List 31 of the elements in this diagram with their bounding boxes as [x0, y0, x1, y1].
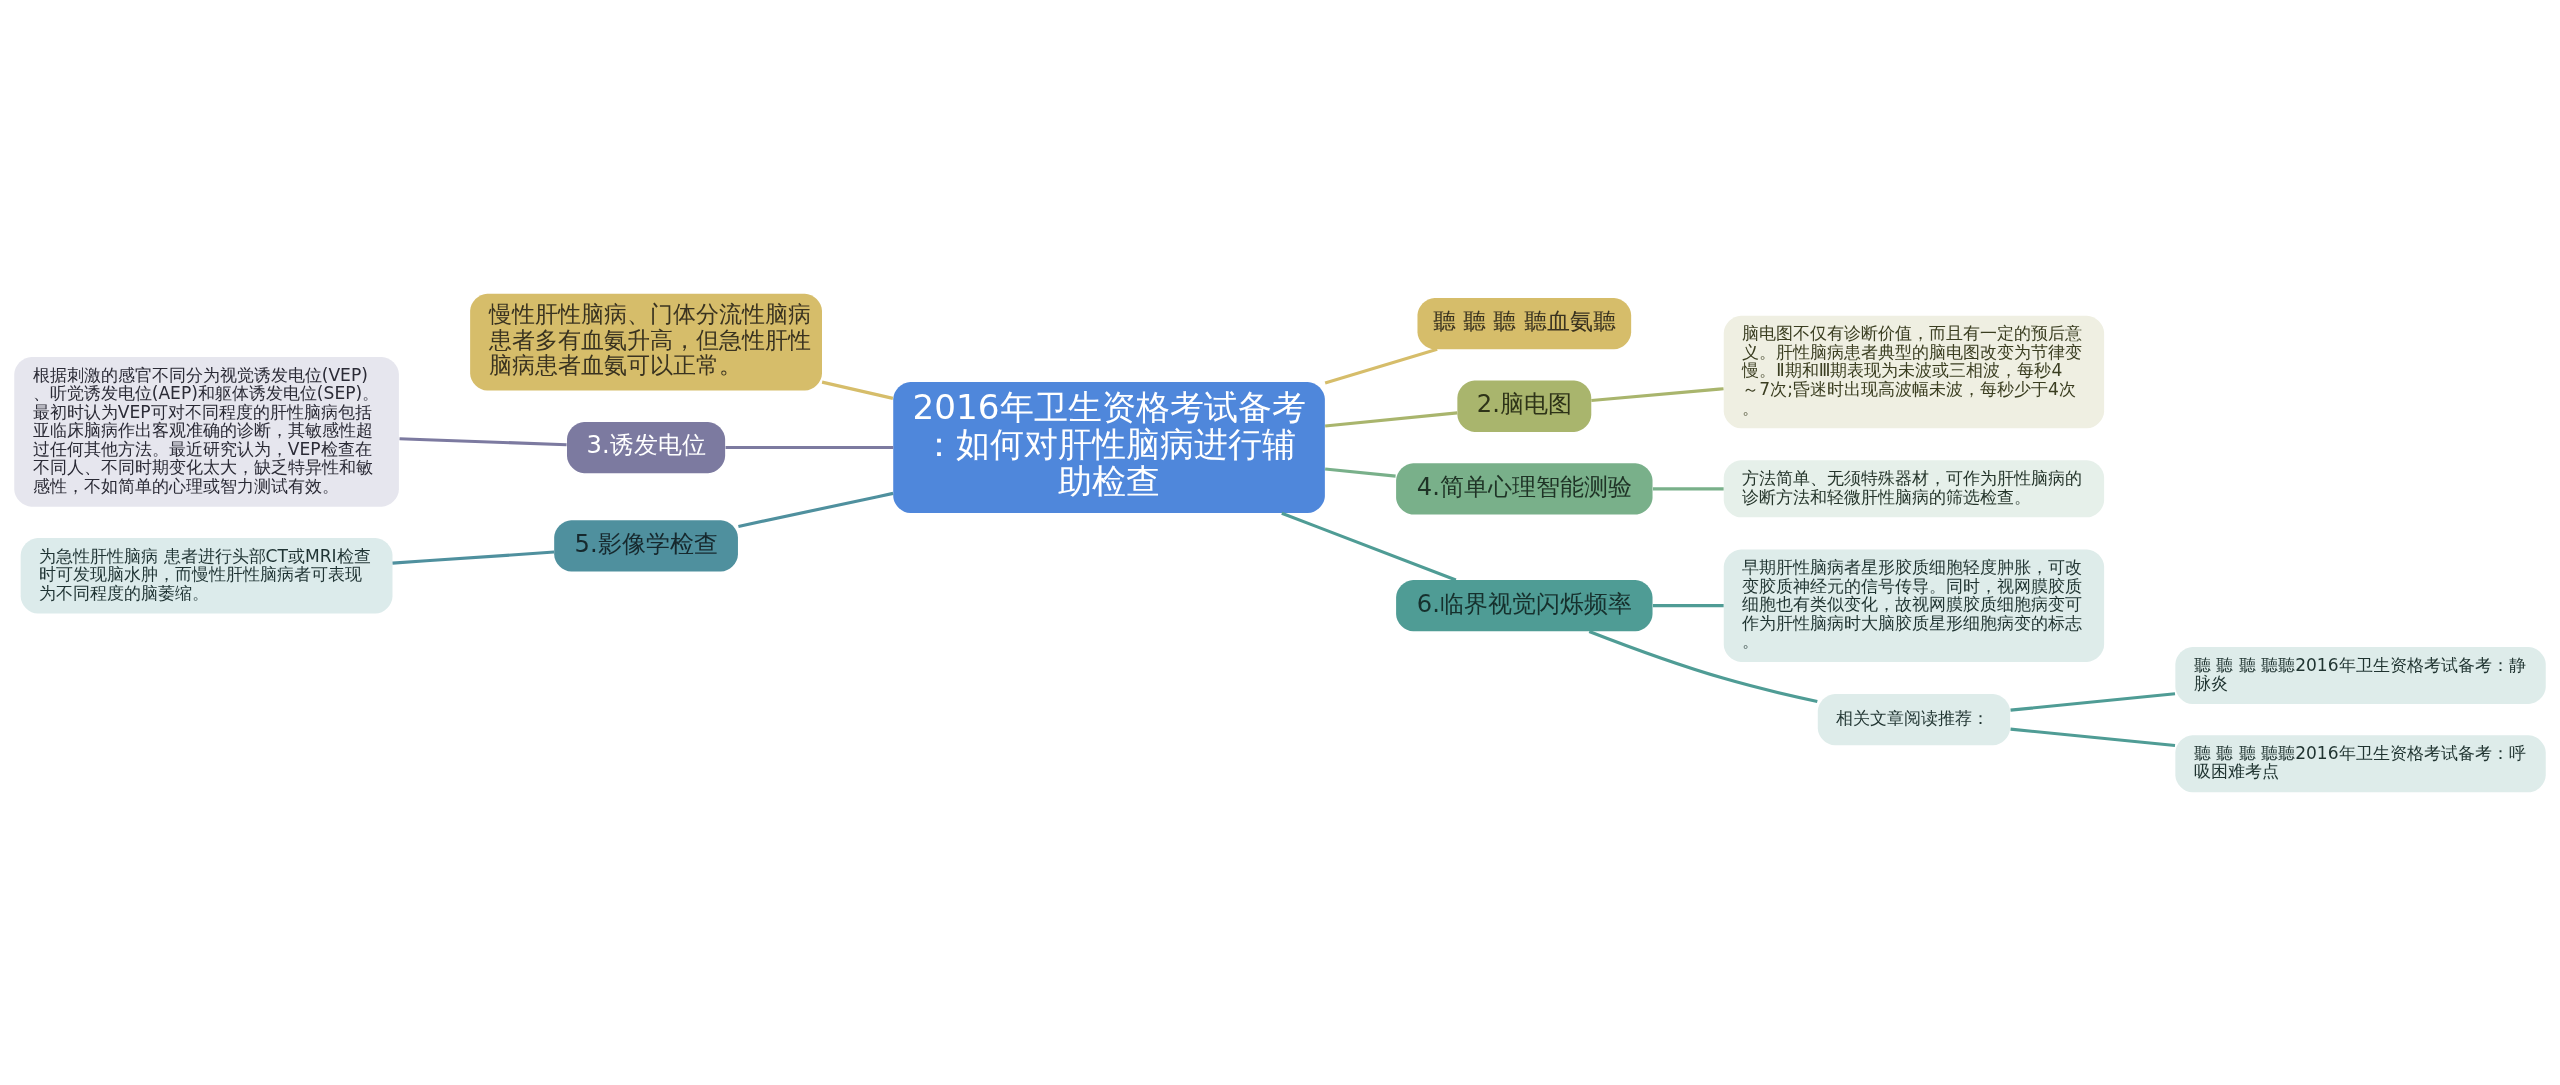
node-box: 慢性肝性脑病、门体分流性脑病患者多有血氨升高，但急性肝性脑病患者血氨可以正常。 — [470, 293, 822, 391]
node-box: 2.脑电图 — [1457, 380, 1592, 432]
node-box: 早期肝性脑病者星形胶质细胞轻度肿胀，可改变胶质神经元的信号传导。同时，视网膜胶质细胞也有类似变化，故视网膜胶质细胞病变可作为肝性脑病时大脑胶质星形细胞病变的标志。 — [1723, 548, 2105, 662]
connector — [392, 550, 555, 565]
node-box: 脑电图不仅有诊断价值，而且有一定的预后意义。肝性脑病患者典型的脑电图改变为节律变慢。Ⅱ期和Ⅲ期表现为未波或三相波，每秒4～7次;昏迷时出现高波幅未波，每秒少于4次。 — [1723, 315, 2105, 428]
connector — [1324, 347, 1438, 385]
node-box: 根据刺激的感官不同分为视觉诱发电位(VEP)、听觉诱发电位(AEP)和躯体诱发电位(SEP)。最初时认为VEP可对不同程度的肝性脑病包括亚临床脑病作出客观准确的诊断，其敏感性超过任何其他方法。最近研究认为，VEP检查在不同人、不同时期变化太大，缺乏特异性和敏感性，不如简单的心理或智力测试有效。 — [14, 356, 399, 507]
node-box: 方法简单、无须特殊器材，可作为肝性脑病的诊断方法和轻微肝性脑病的筛选检查。 — [1723, 459, 2105, 517]
connector — [2010, 691, 2176, 712]
connector — [1591, 386, 1724, 402]
node-box: 相关文章阅读推荐： — [1817, 693, 2011, 745]
connector — [821, 380, 894, 400]
node-box: 5.影像学检查 — [554, 519, 738, 571]
node-box: 3.诱发电位 — [567, 421, 726, 473]
connector — [399, 436, 567, 446]
connector — [725, 445, 894, 449]
connector — [1652, 603, 1724, 607]
connector — [1281, 511, 1457, 581]
node-box: 聽 聽 聽 聽聽2016年卫生资格考试备考：静脉炎 — [2175, 646, 2546, 704]
connector — [1325, 410, 1458, 428]
connector — [1325, 467, 1396, 478]
node-box: 6.临界视觉闪烁频率 — [1396, 579, 1653, 631]
connector — [1652, 486, 1724, 490]
node-box: 聽 聽 聽 聽聽2016年卫生资格考试备考：呼吸困难考点 — [2175, 734, 2546, 792]
connector — [738, 491, 894, 528]
connector — [2010, 727, 2176, 747]
node-box: 2016年卫生资格考试备考：如何对肝性脑病进行辅助检查 — [893, 381, 1325, 513]
node-box: 聽 聽 聽 聽血氨聽 — [1417, 297, 1632, 349]
node-box: 4.简单心理智能测验 — [1396, 462, 1653, 514]
connector — [1588, 629, 1818, 703]
node-box: 为急性肝性脑病 患者进行头部CT或MRI检查时可发现脑水肿，而慢性肝性脑病者可表现为不同程度的脑萎缩。 — [20, 537, 393, 613]
